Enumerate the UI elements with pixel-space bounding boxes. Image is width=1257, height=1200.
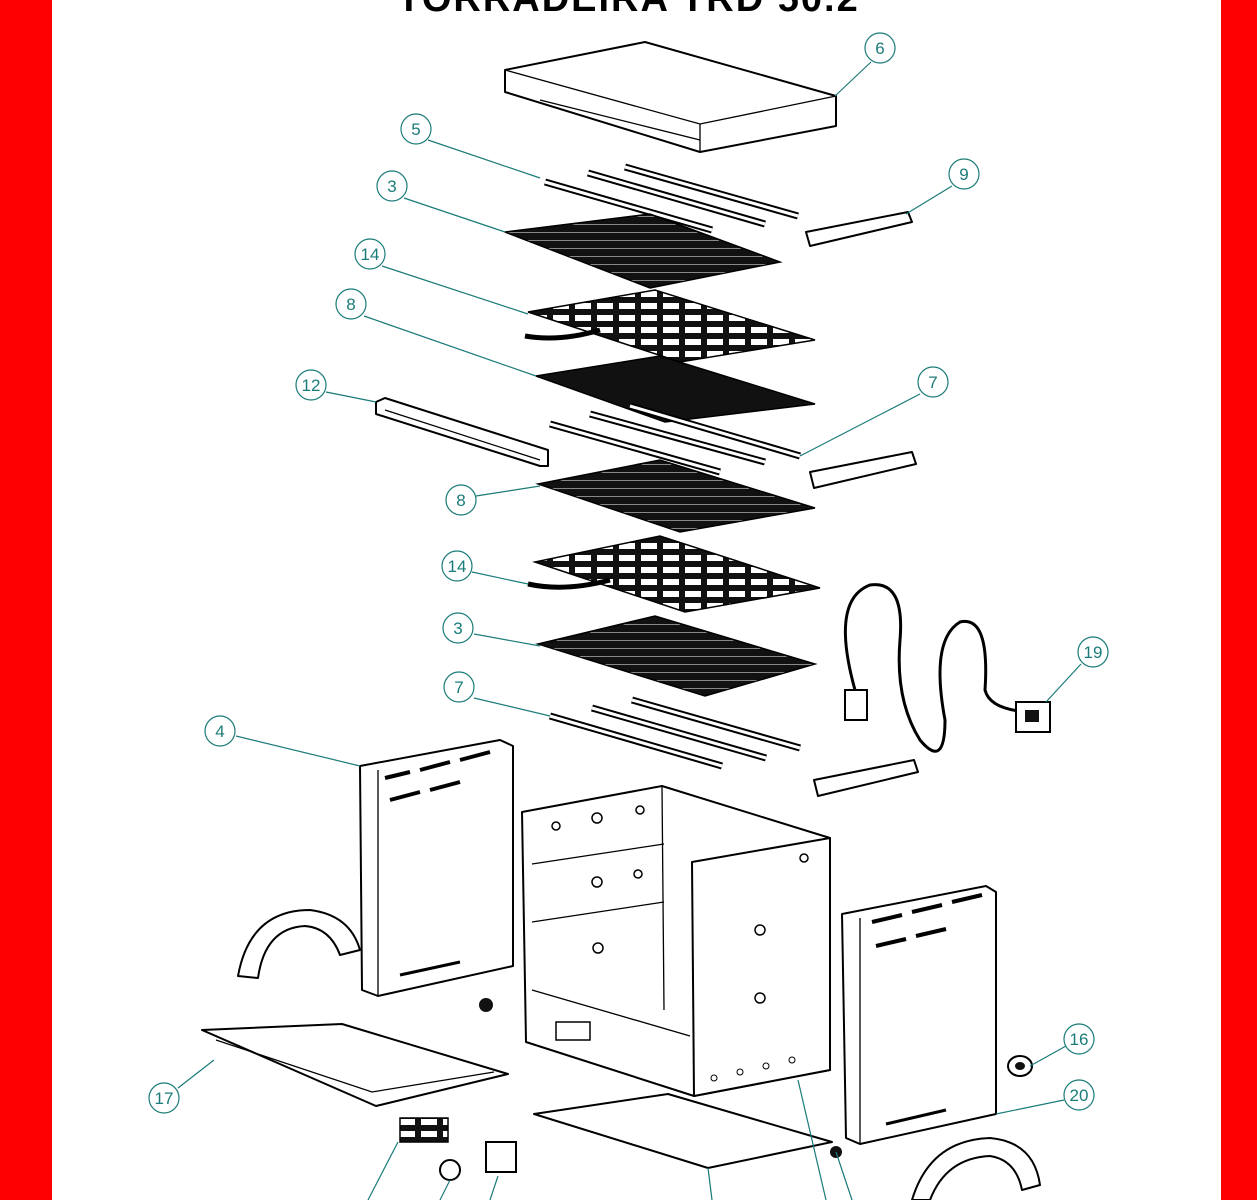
callout-7-lower: 7 [443, 671, 475, 703]
callout-5-label: 5 [411, 120, 420, 139]
grate-lower [535, 615, 818, 697]
callout-7-upper: 7 [917, 366, 949, 398]
callout-5: 5 [400, 113, 432, 145]
callout-19-label: 19 [1084, 643, 1103, 662]
lower-heating-elements [549, 696, 801, 770]
callout-17-label: 17 [155, 1089, 174, 1108]
callout-20: 20 [1063, 1079, 1095, 1111]
diagram-title: TORRADEIRA TRD 50.2 [0, 0, 1257, 21]
callout-20-label: 20 [1070, 1086, 1089, 1105]
plate-lower [535, 459, 816, 533]
callout-14-lower: 14 [441, 550, 473, 582]
callout-17: 17 [148, 1082, 180, 1114]
power-cord-part [843, 583, 1051, 753]
callout-12: 12 [295, 369, 327, 401]
main-housing-frame [479, 785, 831, 1097]
callout-6-label: 6 [875, 39, 884, 58]
callout-7-upper-label: 7 [928, 373, 937, 392]
callout-8-lower-label: 8 [456, 491, 465, 510]
callout-14-upper-label: 14 [361, 245, 380, 264]
top-lid-part [504, 41, 837, 153]
callout-16: 16 [1063, 1023, 1095, 1055]
callout-8-upper-label: 8 [346, 295, 355, 314]
plate-upper [535, 355, 816, 423]
callout-19: 19 [1077, 636, 1109, 668]
left-side-panel [359, 739, 514, 997]
callout-16-label: 16 [1070, 1030, 1089, 1049]
callout-6: 6 [864, 32, 896, 64]
side-rail-part [375, 397, 549, 467]
crumb-tray-part [201, 1023, 509, 1107]
leader-lines [177, 61, 1082, 1200]
left-handle-part [237, 909, 361, 979]
base-plate-part [533, 1093, 842, 1169]
bracket-part-upper [805, 211, 913, 247]
grate-upper [504, 213, 783, 289]
callout-7-lower-label: 7 [454, 678, 463, 697]
callout-14-upper: 14 [354, 238, 386, 270]
toasting-rack-lower [527, 535, 821, 613]
red-border-right [1221, 0, 1257, 1200]
callout-3-lower: 3 [442, 612, 474, 644]
callout-8-upper: 8 [335, 288, 367, 320]
red-border-left [0, 0, 52, 1200]
callout-9: 9 [948, 158, 980, 190]
callout-4-label: 4 [215, 722, 224, 741]
right-side-panel [841, 885, 997, 1145]
right-handle-part [911, 1137, 1041, 1200]
callout-12-label: 12 [302, 376, 321, 395]
callout-3-lower-label: 3 [453, 619, 462, 638]
callout-8-lower: 8 [445, 484, 477, 516]
callout-14-lower-label: 14 [448, 557, 467, 576]
upper-heating-elements [544, 163, 799, 234]
middle-heating-elements [549, 402, 801, 476]
bracket-part-lower [813, 759, 919, 797]
foot-part [1007, 1055, 1033, 1077]
small-components [399, 1117, 517, 1181]
callout-4: 4 [204, 715, 236, 747]
callout-9-label: 9 [959, 165, 968, 184]
callout-3-upper-label: 3 [387, 177, 396, 196]
toasting-rack-upper [524, 289, 816, 363]
bracket-part-middle [809, 451, 917, 489]
callout-3-upper: 3 [376, 170, 408, 202]
